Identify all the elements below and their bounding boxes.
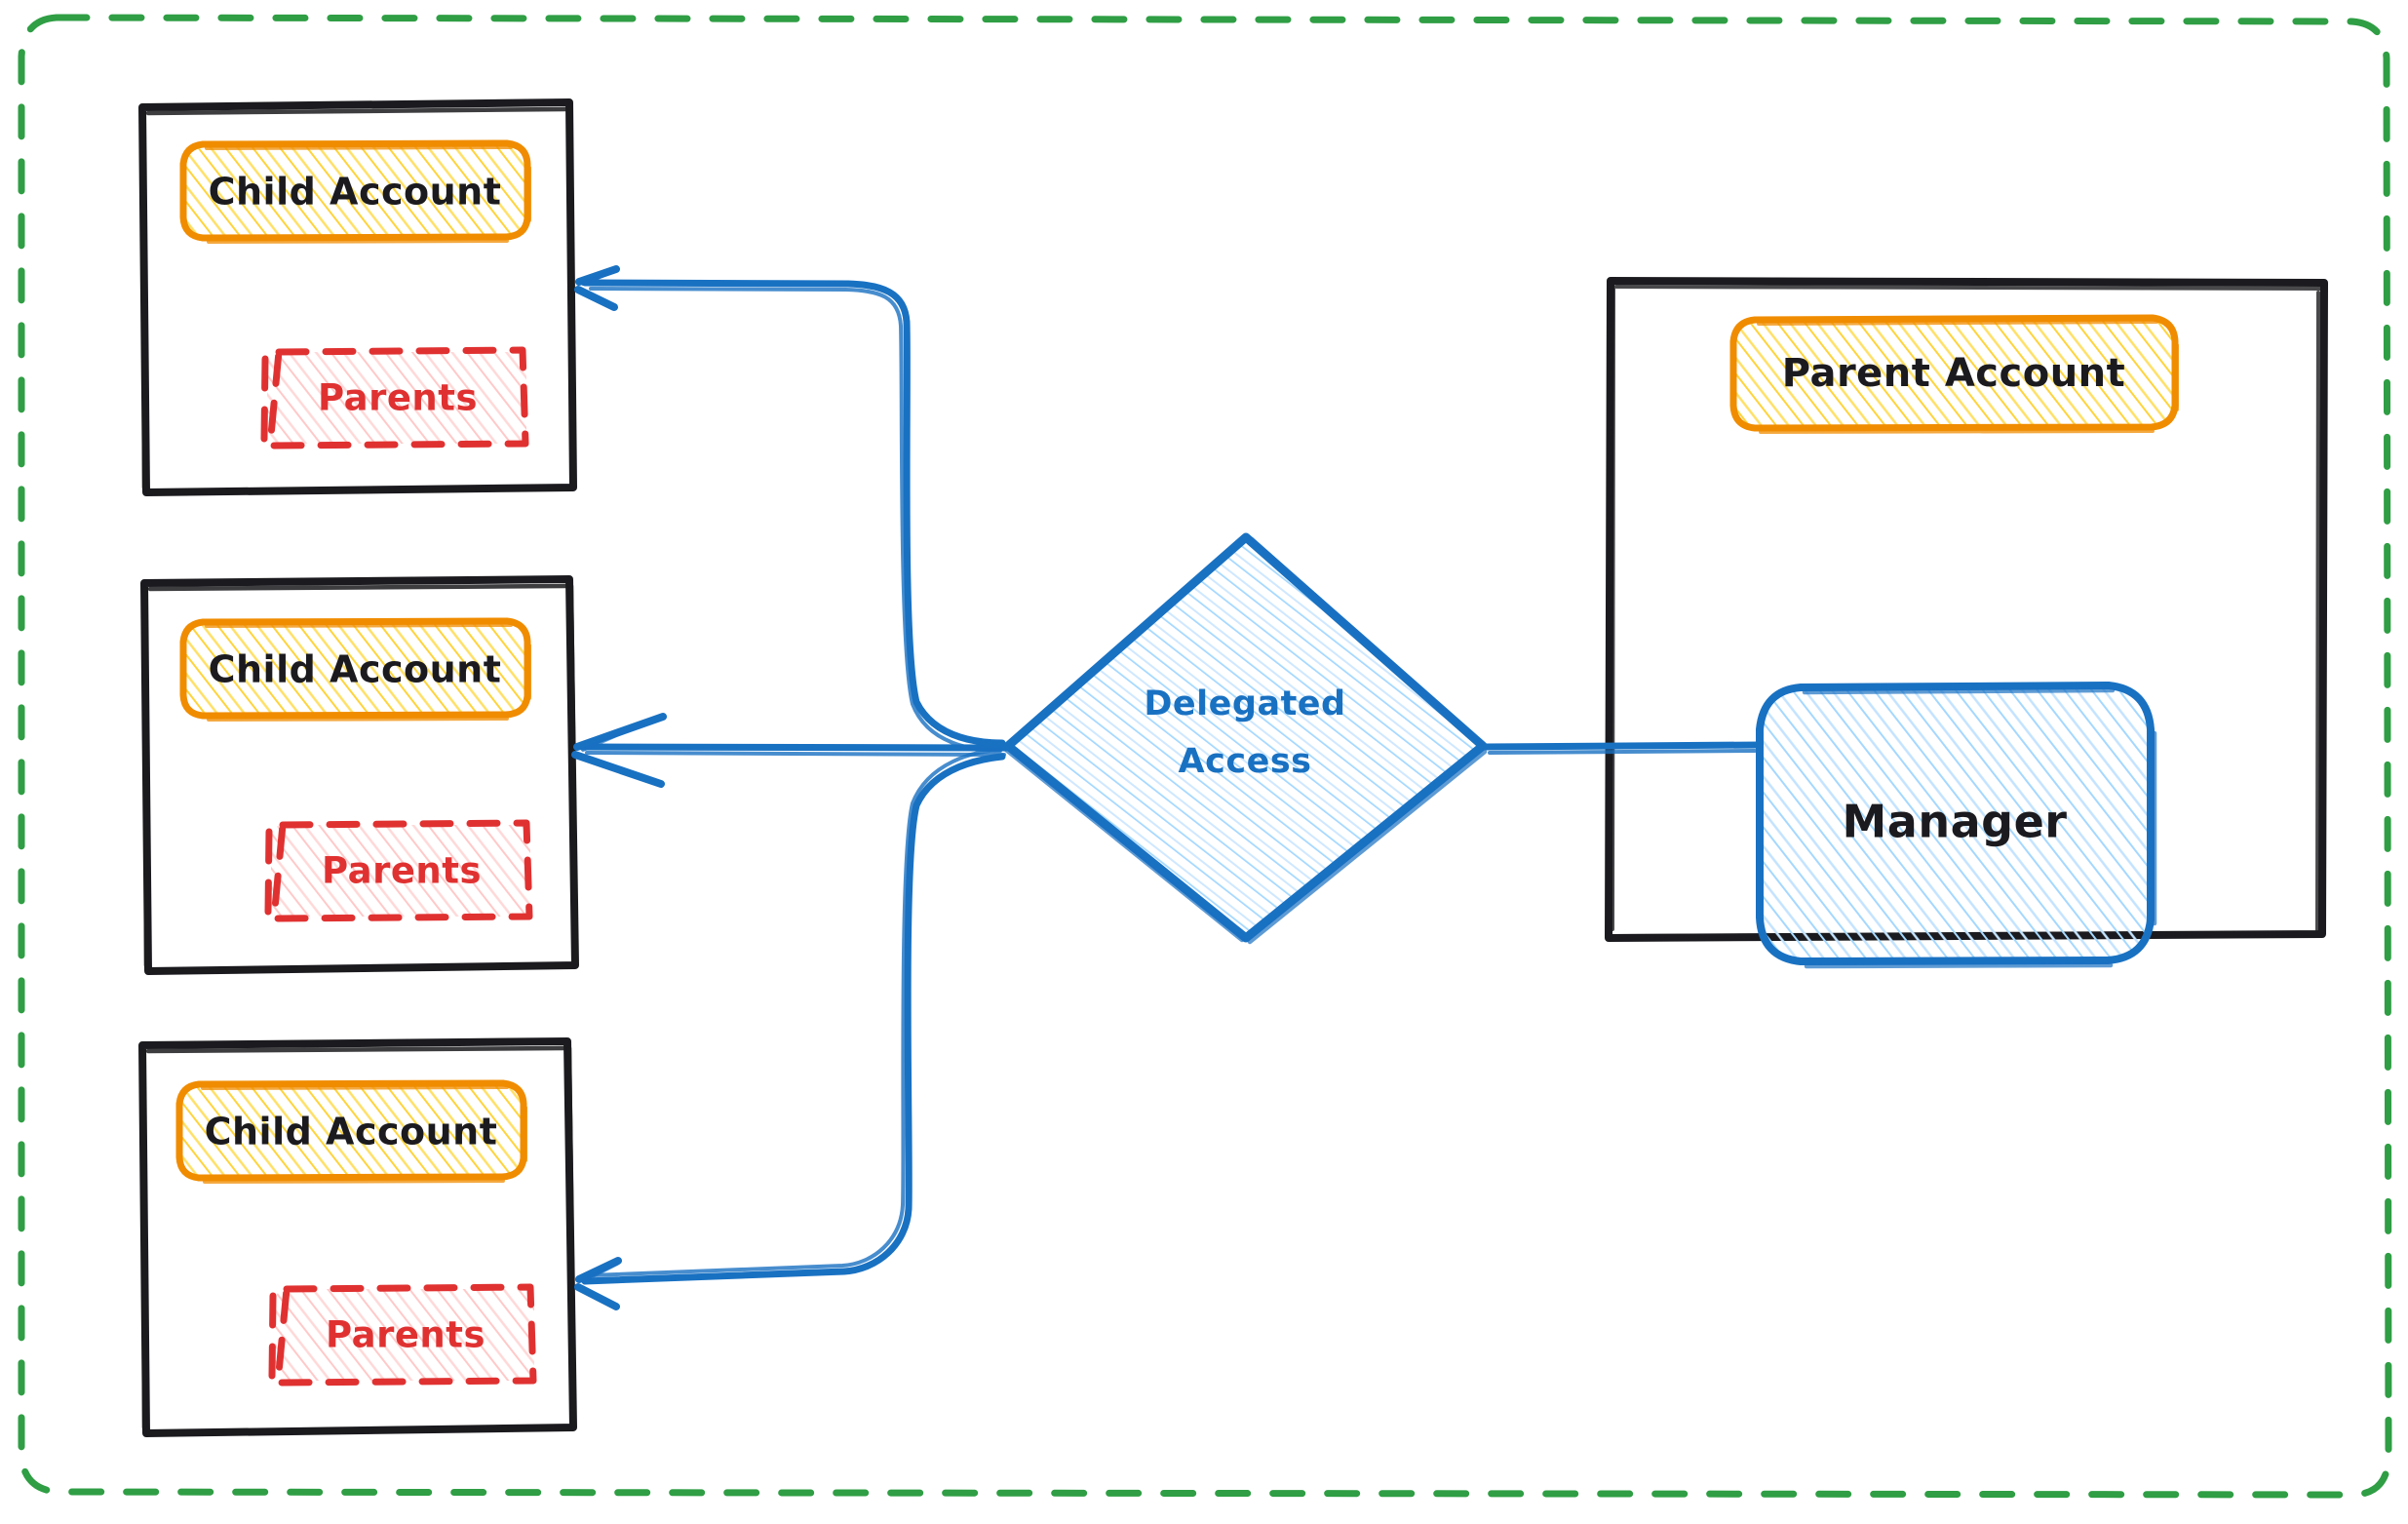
child-account-3[interactable]: Child Account Parents: [138, 1037, 577, 1437]
connector-delegated-to-child-3: [574, 748, 1006, 1310]
manager-label: Manager: [1843, 796, 2068, 848]
delegated-access-label-line2: Access: [1179, 742, 1312, 781]
delegated-access-diamond[interactable]: Delegated Access: [1003, 532, 1490, 945]
child-account-2-parents-box[interactable]: Parents: [264, 819, 533, 922]
parent-account-label: Parent Account: [1782, 351, 2126, 396]
child-account-1-parents-label: Parents: [318, 377, 478, 419]
child-account-1-parents-box[interactable]: Parents: [260, 346, 529, 449]
child-account-2-label: Child Account: [209, 648, 502, 691]
child-account-3-parents-label: Parents: [326, 1314, 485, 1356]
child-account-3-label: Child Account: [205, 1111, 498, 1153]
child-account-3-account-box[interactable]: Child Account: [175, 1079, 527, 1184]
parent-account-box[interactable]: Parent Account: [1729, 314, 2179, 434]
arrowhead-child-3: [574, 1257, 622, 1310]
child-account-3-parents-box[interactable]: Parents: [268, 1283, 537, 1387]
parent-account-container[interactable]: Parent Account Manager: [1605, 277, 2328, 969]
child-account-2-account-box[interactable]: Child Account: [179, 617, 531, 722]
connector-delegated-to-child-1: [574, 265, 1006, 753]
child-account-1[interactable]: Child Account Parents: [138, 98, 577, 496]
connector-delegated-to-child-2: [571, 713, 1010, 788]
child-account-1-label: Child Account: [209, 171, 502, 214]
arrowhead-child-2: [571, 713, 667, 788]
child-account-2-parents-label: Parents: [322, 850, 482, 892]
child-account-1-account-box[interactable]: Child Account: [179, 139, 531, 244]
manager-box[interactable]: Manager: [1756, 681, 2157, 969]
delegated-access-label-line1: Delegated: [1144, 684, 1345, 723]
connector-manager-to-delegated: [1481, 741, 1764, 755]
arrowhead-child-1: [574, 265, 620, 311]
child-account-2[interactable]: Child Account Parents: [140, 575, 579, 975]
